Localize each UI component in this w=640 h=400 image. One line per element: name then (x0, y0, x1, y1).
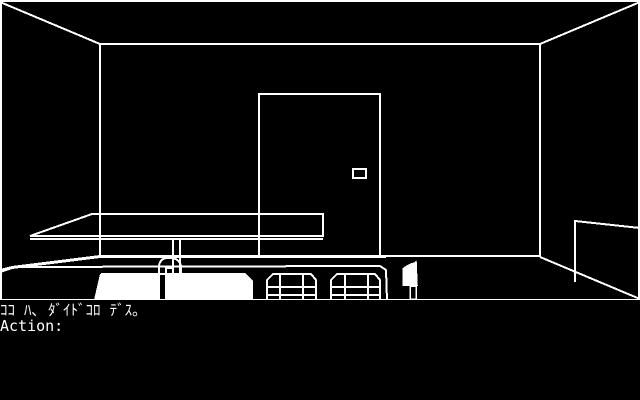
cabinet-right (574, 219, 640, 282)
message-text: ｺｺ ﾊ､ ﾀﾞｲﾄﾞｺﾛ ﾃﾞｽ｡ (0, 301, 140, 319)
sink-water[interactable] (95, 275, 158, 300)
door[interactable] (258, 93, 381, 257)
shelf (29, 213, 324, 280)
kitchen-scene (0, 0, 640, 300)
red-item[interactable] (402, 260, 418, 300)
oven-right[interactable] (330, 273, 381, 300)
faucet[interactable] (158, 257, 182, 300)
oven-left[interactable] (266, 273, 317, 300)
door-knob[interactable] (352, 168, 367, 179)
counter (0, 256, 388, 300)
action-prompt[interactable]: Action: (0, 317, 64, 335)
